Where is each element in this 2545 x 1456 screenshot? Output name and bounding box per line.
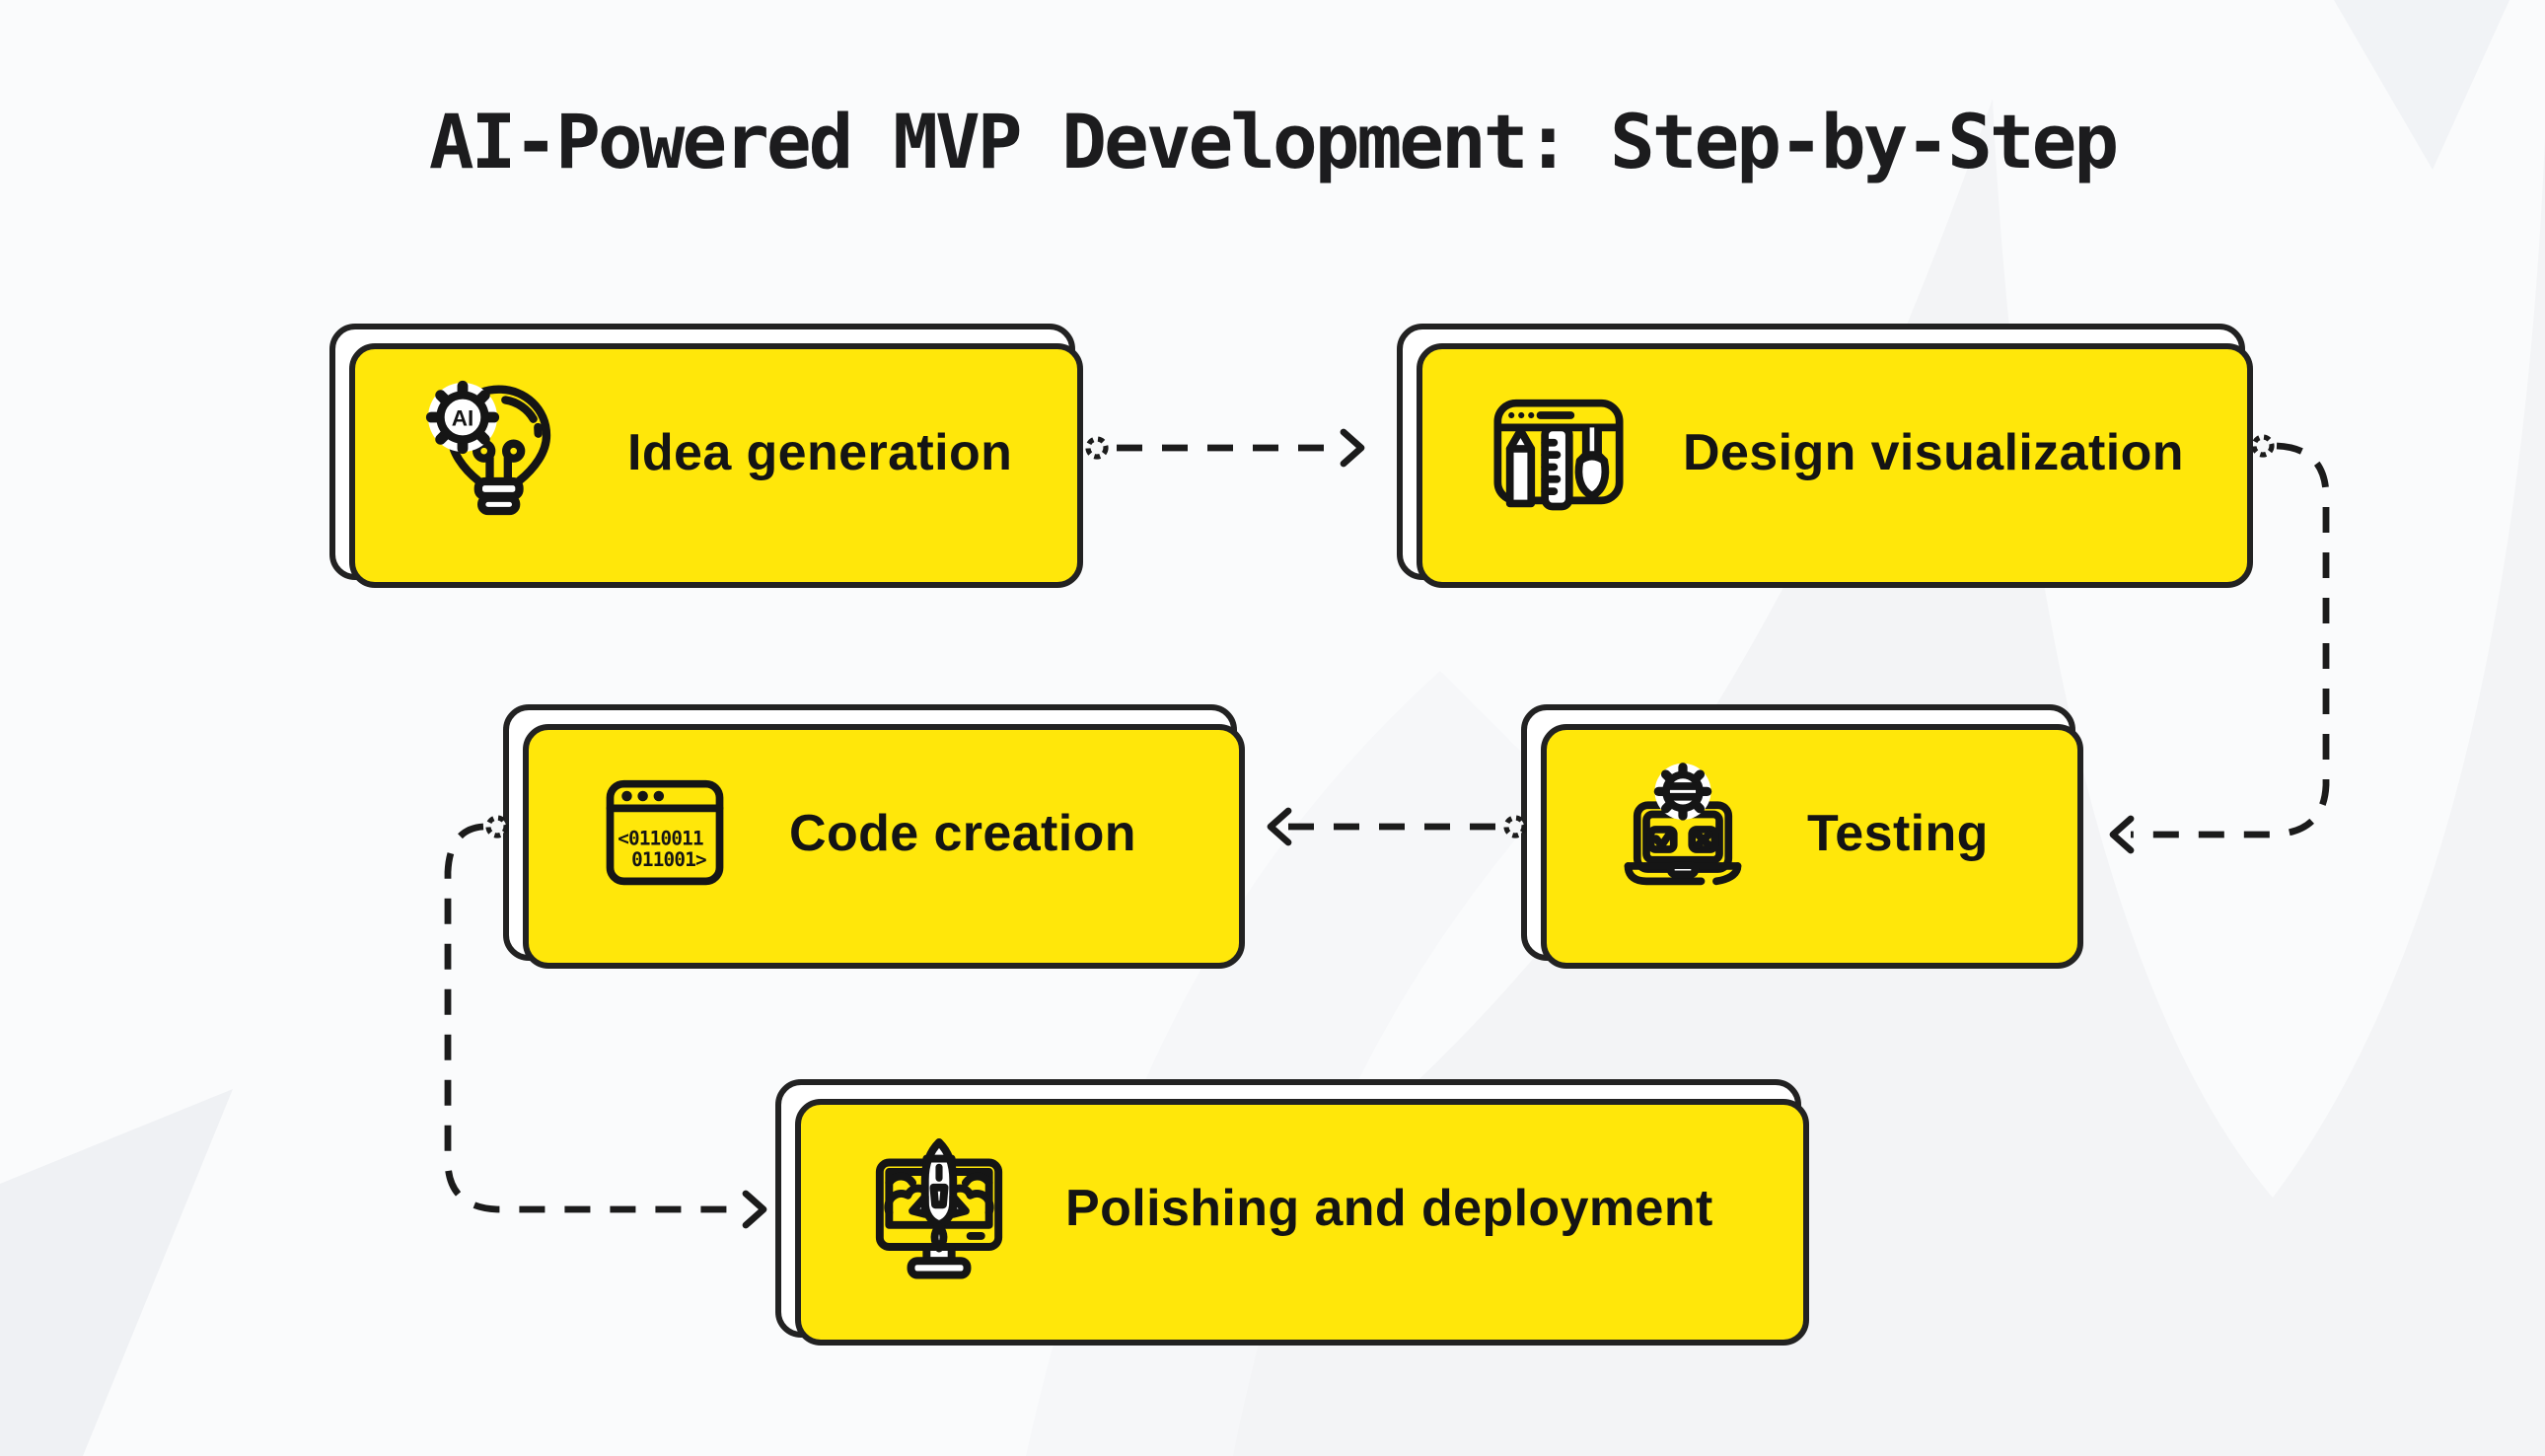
step-label: Design visualization [1683,421,2184,480]
step-card-testing: Testing [1521,704,2083,969]
ai-lightbulb-icon: AI [425,380,551,516]
step-label: Polishing and deployment [1065,1178,1713,1237]
rocket-monitor-icon [875,1136,1003,1278]
step-label: Code creation [789,802,1136,861]
background-swoosh-wedge [0,1089,233,1456]
step-label: Idea generation [627,421,1013,480]
step-label: Testing [1807,802,1989,861]
page-title: AI-Powered MVP Development: Step-by-Step [428,99,2119,185]
step-card-idea-generation: AI Idea generation [329,324,1083,588]
ai-badge-text: AI [452,405,474,430]
code-window-icon: <0110011 011001> [606,779,724,886]
binary-code-line-2: 011001> [631,848,706,871]
step-card-code-creation: <0110011 011001> Code creation [503,704,1245,969]
testing-laptop-icon [1624,763,1742,886]
binary-code-line-1: <0110011 [618,827,703,849]
step-card-polishing-deployment: Polishing and deployment [775,1079,1809,1346]
design-tools-icon [1493,399,1624,511]
background-swoosh-notch [2334,0,2509,170]
step-card-design-visualization: Design visualization [1397,324,2253,588]
